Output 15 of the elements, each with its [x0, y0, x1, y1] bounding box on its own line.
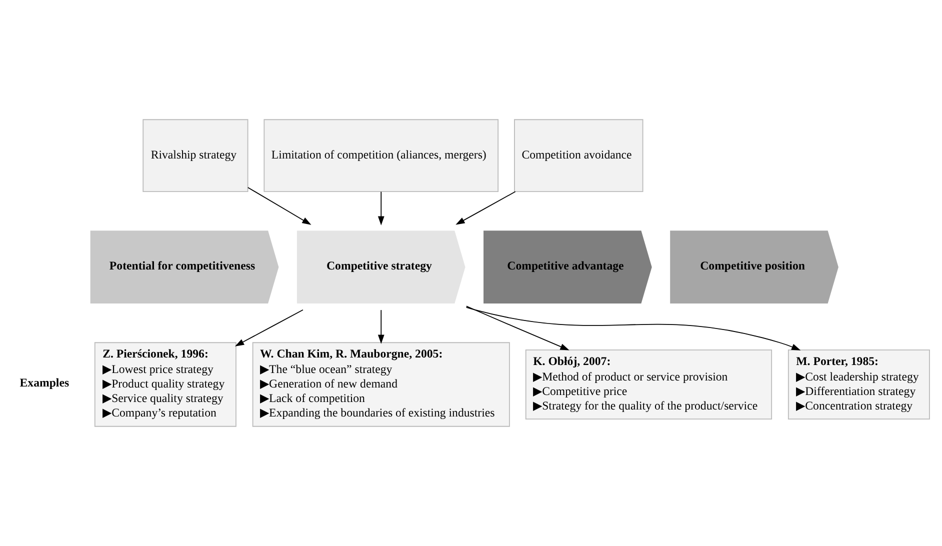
arrow [378, 310, 384, 344]
label: Examples [20, 376, 70, 390]
node-box: Competition avoidance [514, 119, 644, 192]
node-box: Z. Pierścionek, 1996: ▶Lowest price strategy ▶Product quality strategy ▶Service quality strategy ▶Company’s reputation [94, 342, 236, 427]
node-box: W. Chan Kim, R. Mauborgne, 2005: ▶The “blue ocean” strategy ▶Generation of new demand ▶Lack of competition ▶Expanding the boundaries of existing industries [252, 342, 510, 427]
arrow [234, 309, 304, 346]
arrow [378, 191, 384, 226]
node-box: K. Obłój, 2007: ▶Method of product or service provision ▶Competitive price ▶Strategy for the quality of the product/service [525, 349, 772, 420]
node-box: Rivalship strategy [142, 119, 248, 192]
node-box: Limitation of competition (aliances, mergers) [264, 119, 499, 192]
node-box: M. Porter, 1985: ▶Cost leadership strategy ▶Differentiation strategy ▶Concentration strategy [788, 349, 930, 420]
arrow [247, 187, 312, 225]
arrow [456, 191, 516, 225]
arrow [466, 306, 570, 350]
arrow [466, 306, 801, 350]
